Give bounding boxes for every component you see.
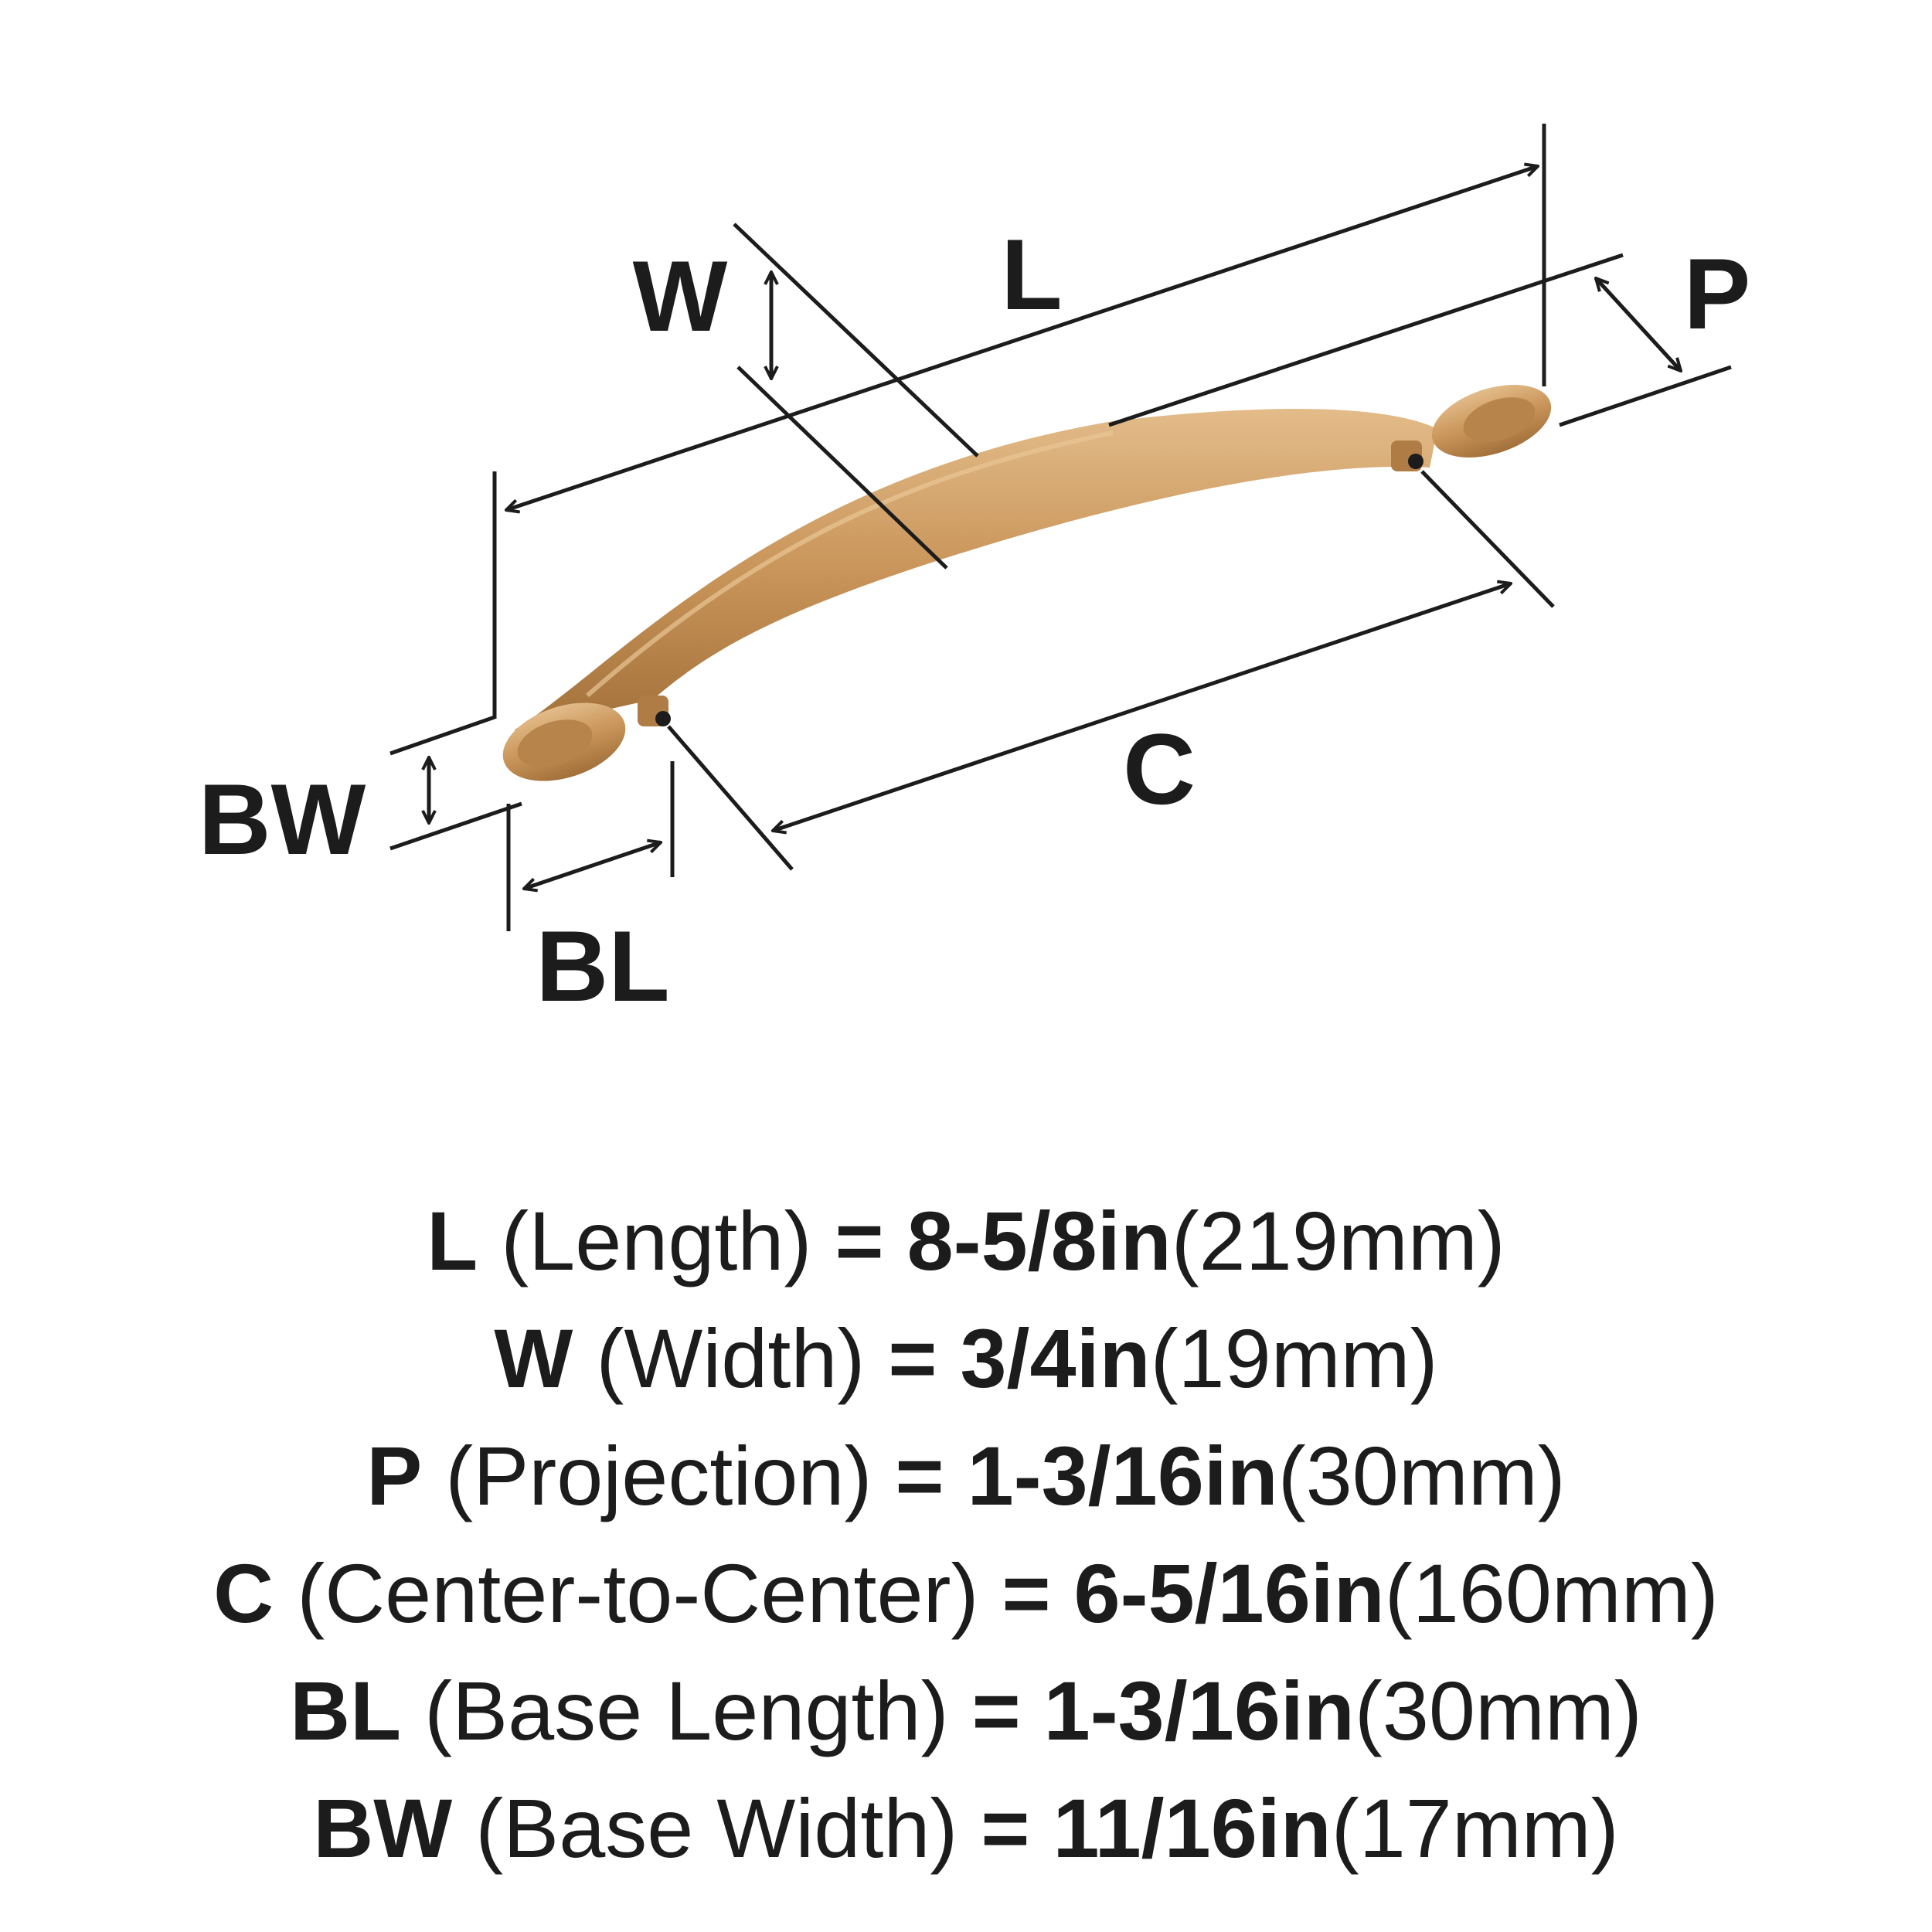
spec-equals: = — [971, 1664, 1021, 1757]
BL-dimension-arrow — [524, 842, 661, 889]
spec-metric: (17mm) — [1331, 1781, 1619, 1875]
right-mounting-hole — [1408, 454, 1423, 469]
spec-metric: (19mm) — [1150, 1311, 1438, 1405]
spec-symbol: BW — [313, 1781, 453, 1875]
spec-imperial: 8-5/8in — [906, 1194, 1172, 1287]
spec-description: (Base Width) — [475, 1781, 958, 1875]
spec-imperial: 3/4in — [960, 1311, 1151, 1405]
spec-width: W (Width) = 3/4in(19mm) — [0, 1300, 1932, 1417]
spec-equals: = — [888, 1311, 937, 1405]
spec-symbol: P — [366, 1429, 423, 1522]
spec-imperial: 6-5/16in — [1073, 1546, 1385, 1640]
label-C: C — [1123, 713, 1196, 825]
spec-metric: (160mm) — [1384, 1546, 1719, 1640]
spec-symbol: W — [494, 1311, 573, 1405]
dimension-lines — [389, 124, 1732, 931]
spec-equals: = — [895, 1429, 944, 1522]
L-dimension-arrow — [506, 166, 1538, 510]
spec-imperial: 1-3/16in — [967, 1429, 1278, 1522]
label-BL: BL — [536, 910, 669, 1022]
label-BW: BW — [199, 763, 366, 876]
label-L: L — [1001, 218, 1062, 331]
spec-imperial: 1-3/16in — [1043, 1664, 1355, 1757]
spec-base-width: BW (Base Width) = 11/16in(17mm) — [0, 1770, 1932, 1887]
spec-length: L (Length) = 8-5/8in(219mm) — [0, 1182, 1932, 1300]
spec-projection: P (Projection) = 1-3/16in(30mm) — [0, 1417, 1932, 1535]
spec-description: (Length) — [501, 1194, 812, 1287]
left-mounting-hole — [655, 711, 671, 726]
spec-symbol: BL — [290, 1664, 402, 1757]
spec-description: (Center-to-Center) — [297, 1546, 979, 1640]
spec-symbol: C — [213, 1546, 274, 1640]
spec-equals: = — [981, 1781, 1030, 1875]
spec-center-to-center: C (Center-to-Center) = 6-5/16in(160mm) — [0, 1535, 1932, 1652]
spec-imperial: 11/16in — [1053, 1781, 1332, 1875]
spec-description: (Base Length) — [424, 1664, 949, 1757]
label-W: W — [633, 240, 728, 352]
spec-description: (Projection) — [445, 1429, 872, 1522]
label-P: P — [1684, 237, 1751, 350]
handle-dimension-diagram: L W P C BW BL — [199, 124, 1751, 1022]
cabinet-handle — [502, 385, 1552, 781]
C-dimension-arrow — [773, 583, 1511, 831]
spec-metric: (30mm) — [1277, 1429, 1566, 1522]
handle-bar — [514, 408, 1437, 730]
dimension-spec-list: L (Length) = 8-5/8in(219mm) W (Width) = … — [0, 1182, 1932, 1887]
spec-symbol: L — [427, 1194, 478, 1287]
P-dimension-arrow — [1596, 278, 1681, 371]
spec-base-length: BL (Base Length) = 1-3/16in(30mm) — [0, 1652, 1932, 1770]
spec-equals: = — [1002, 1546, 1051, 1640]
spec-description: (Width) — [596, 1311, 866, 1405]
spec-metric: (219mm) — [1171, 1194, 1505, 1287]
spec-equals: = — [835, 1194, 884, 1287]
spec-metric: (30mm) — [1354, 1664, 1642, 1757]
